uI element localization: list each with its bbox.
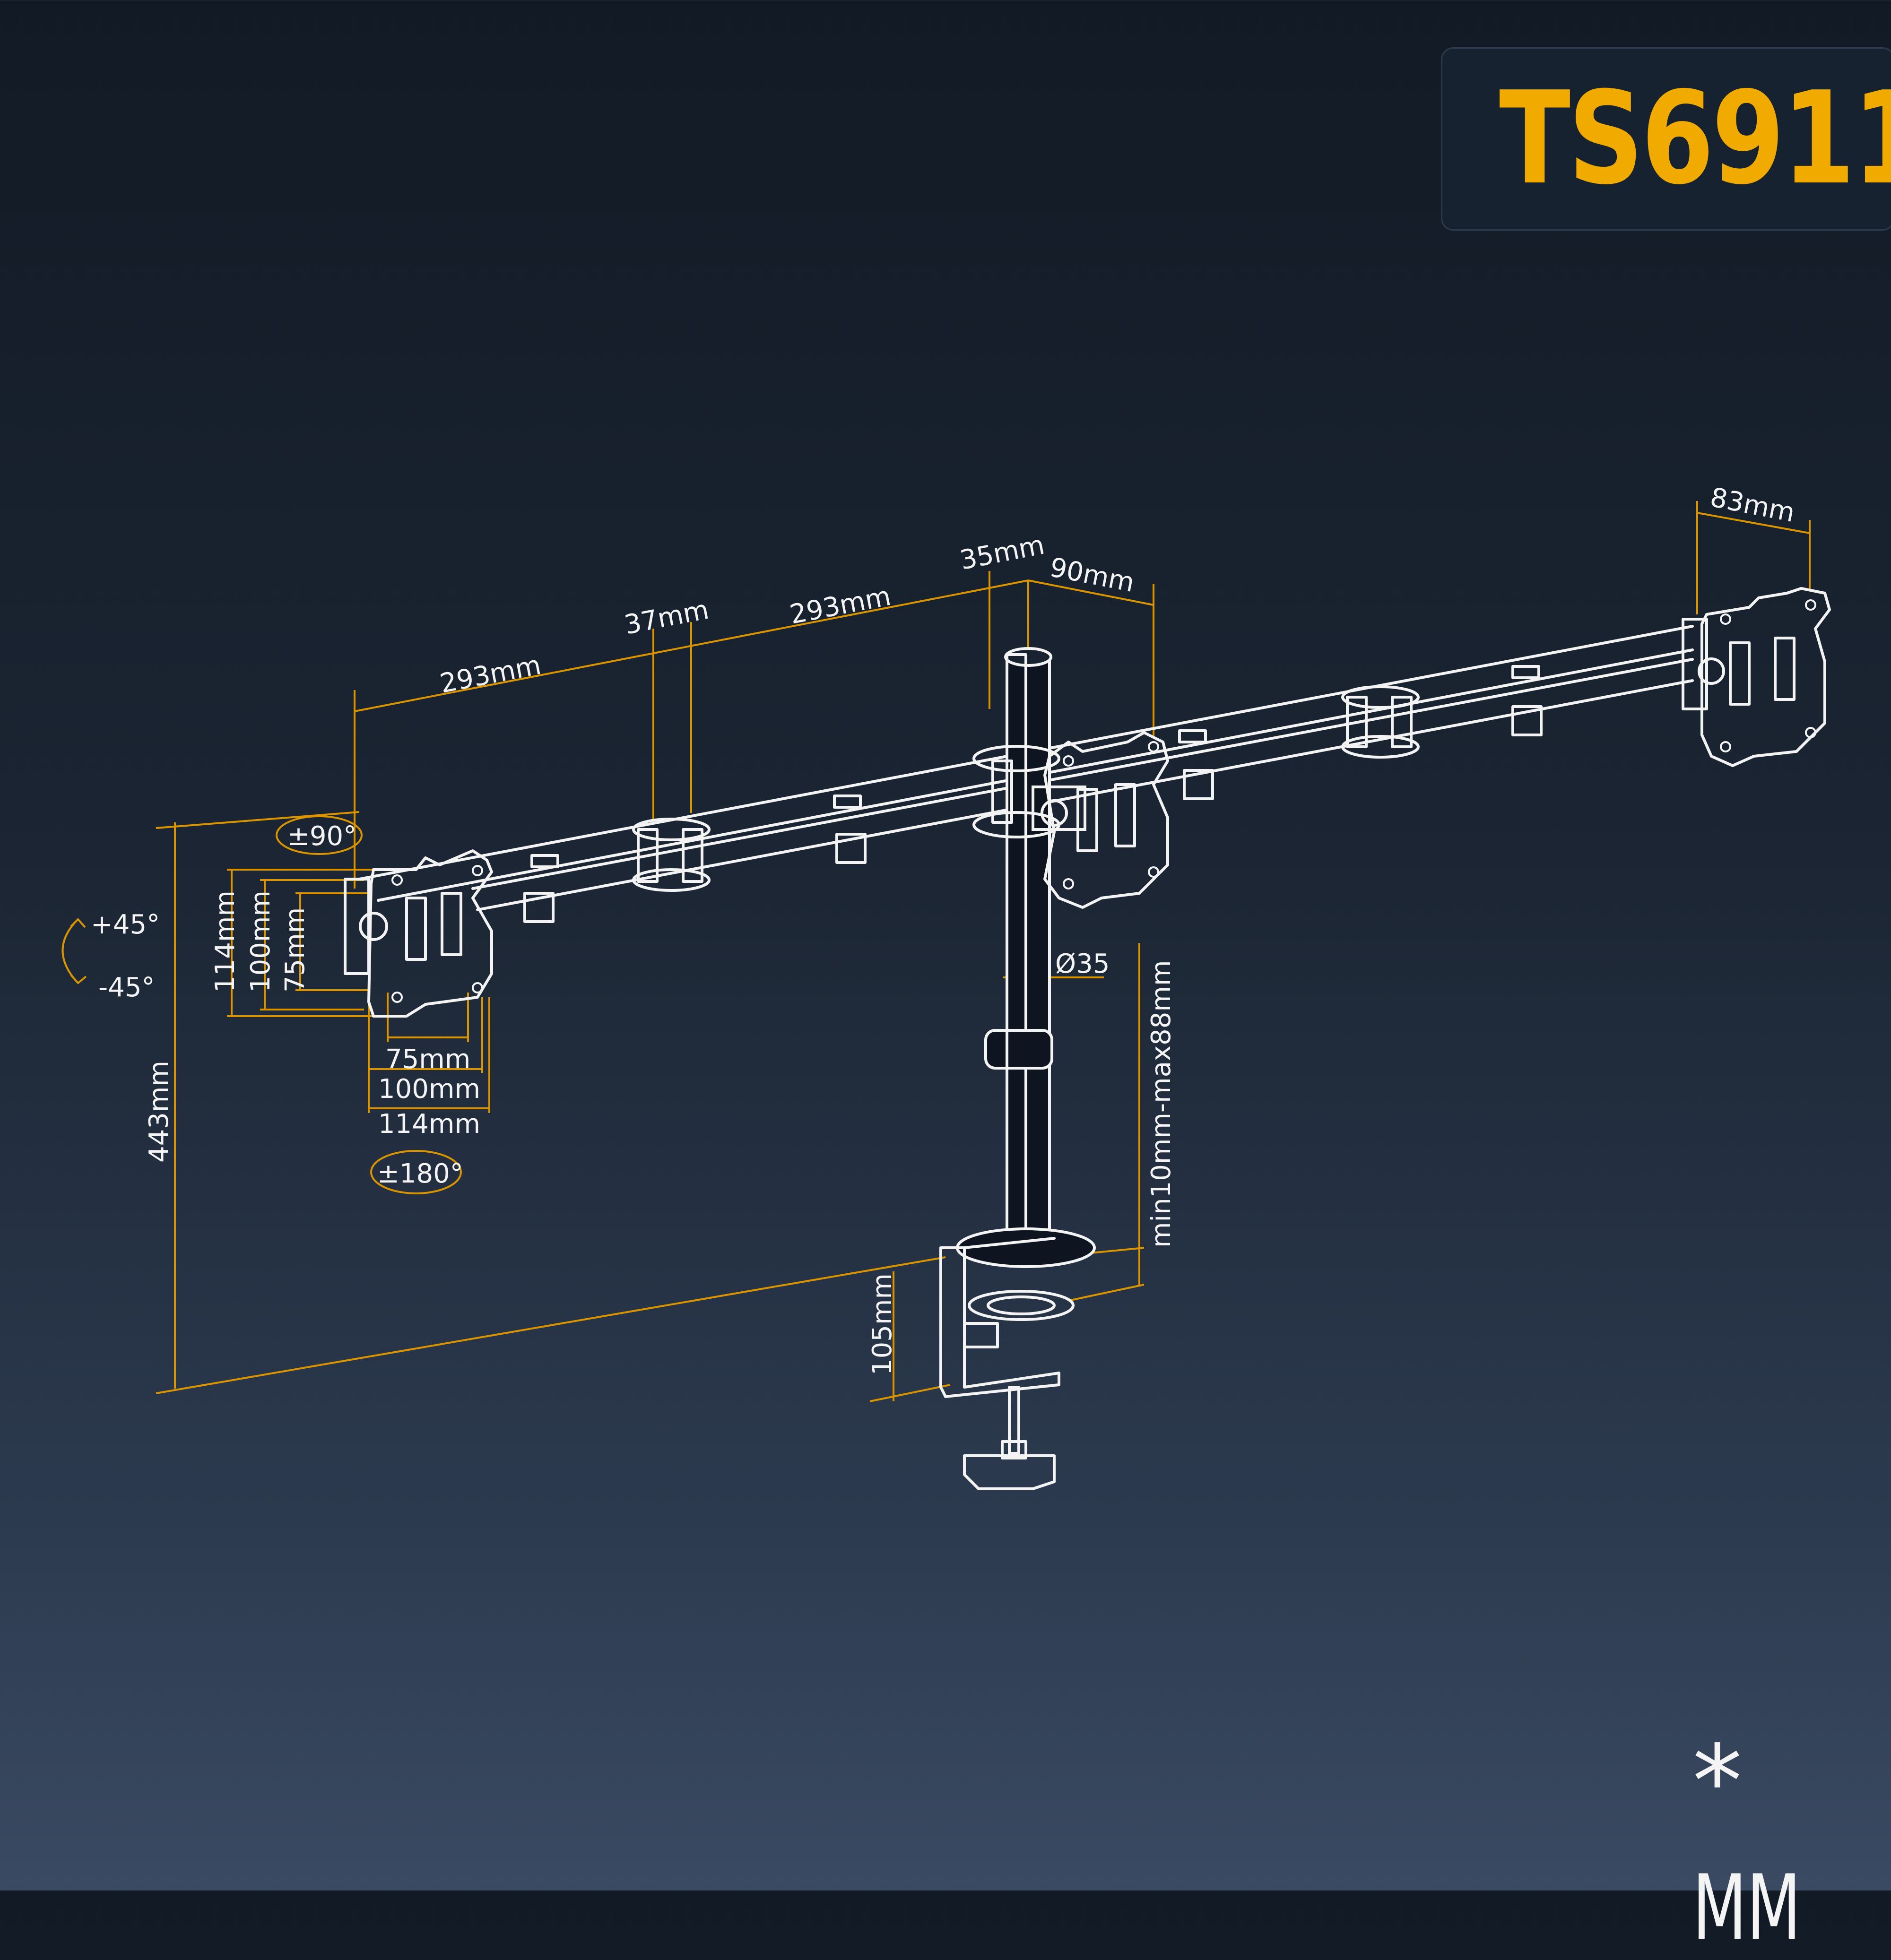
label-swivel: ±90° [287, 821, 356, 852]
label-total-height: 443mm [144, 1061, 174, 1163]
label-pole-diameter: Ø35 [1055, 949, 1110, 979]
vesa-plate-center [1041, 731, 1169, 909]
cable-clips [523, 665, 1543, 923]
label-vesa-w-75: 75mm [385, 1044, 470, 1075]
pole [956, 647, 1096, 1268]
dimension-lines [156, 501, 1811, 1402]
model-badge: TS6911 [1441, 47, 1891, 231]
label-vesa-w-114: 114mm [378, 1109, 480, 1140]
swivel-indicator [276, 815, 363, 855]
tilt-indicator [61, 918, 79, 984]
label-vesa-h-114: 114mm [210, 890, 241, 993]
arm-joint-right [1341, 685, 1420, 759]
label-vesa-h-100: 100mm [245, 890, 276, 993]
model-number: TS6911 [1499, 64, 1891, 213]
label-pole-offset: 35mm [957, 530, 1047, 576]
label-clamp-height: 105mm [867, 1273, 898, 1375]
label-joint-gap: 37mm [622, 595, 711, 641]
rotate-indicator [370, 1150, 462, 1194]
monitor-mount-diagram: 293mm 37mm 293mm 35mm 90mm 83mm 443mm Ø3… [61, 482, 1831, 1490]
label-clamp-range: min10mm-max88mm [1146, 960, 1177, 1248]
vesa-plate-left [344, 849, 493, 1018]
label-arm-seg-left: 293mm [437, 650, 543, 699]
label-rotate: ±180° [377, 1158, 463, 1189]
unit-note: *MM [1692, 1730, 1891, 1960]
label-tilt-down: -45° [98, 972, 155, 1003]
label-right-bracket: 83mm [1708, 482, 1797, 528]
mount-drawing [344, 587, 1831, 1490]
label-center-bracket: 90mm [1047, 552, 1136, 598]
label-arm-seg-right: 293mm [787, 581, 893, 630]
desk-clamp [939, 1237, 1075, 1490]
dimension-labels: 293mm 37mm 293mm 35mm 90mm 83mm 443mm Ø3… [91, 482, 1797, 1375]
label-tilt-up: +45° [91, 909, 160, 940]
arm-joint-left [632, 818, 711, 892]
label-vesa-w-100: 100mm [378, 1074, 480, 1105]
asterisk: * [1692, 1724, 1742, 1839]
vesa-plate-right [1682, 587, 1831, 767]
label-vesa-h-75: 75mm [280, 907, 311, 993]
unit-label: MM [1692, 1856, 1801, 1960]
rotation-indicators [61, 815, 462, 1194]
